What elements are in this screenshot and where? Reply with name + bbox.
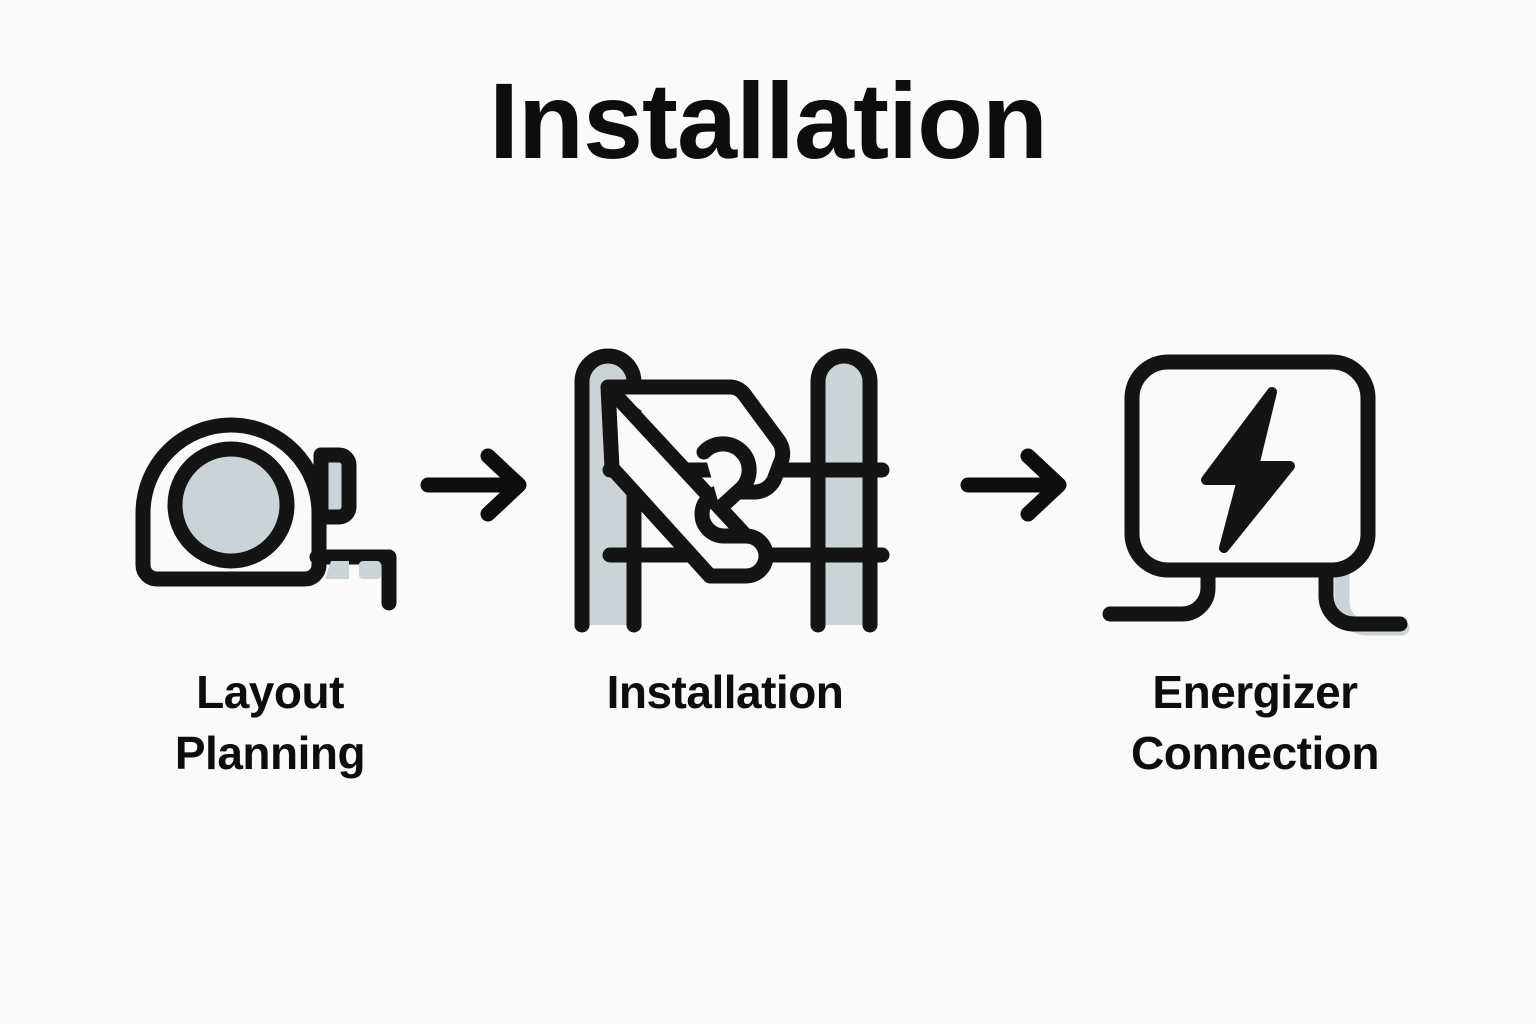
- process-step-energizer-connection: Energizer Connection: [1075, 340, 1435, 783]
- page-title: Installation: [488, 60, 1048, 181]
- arrow-right-icon-1: [420, 440, 550, 530]
- step-label-layout-planning: Layout Planning: [174, 666, 366, 779]
- step-icon-container: [1075, 340, 1435, 640]
- energizer-lightning-box-icon: [1102, 354, 1410, 636]
- step-icon-container: [560, 340, 890, 640]
- tape-blade-marks: [325, 561, 381, 579]
- hand-installing-fence-wire-icon: [574, 348, 890, 633]
- step-icon-container: [105, 340, 435, 640]
- step-label-energizer-connection: Energizer Connection: [1131, 666, 1379, 779]
- process-step-installation: Installation: [560, 340, 890, 723]
- tape-measure-icon: [135, 417, 397, 611]
- lightning-bolt-icon: [1201, 387, 1295, 553]
- energizer-cords: [1102, 560, 1408, 632]
- arrow-right-icon-2: [960, 440, 1090, 530]
- step-label-installation: Installation: [606, 666, 844, 718]
- process-step-layout-planning: Layout Planning: [105, 340, 435, 783]
